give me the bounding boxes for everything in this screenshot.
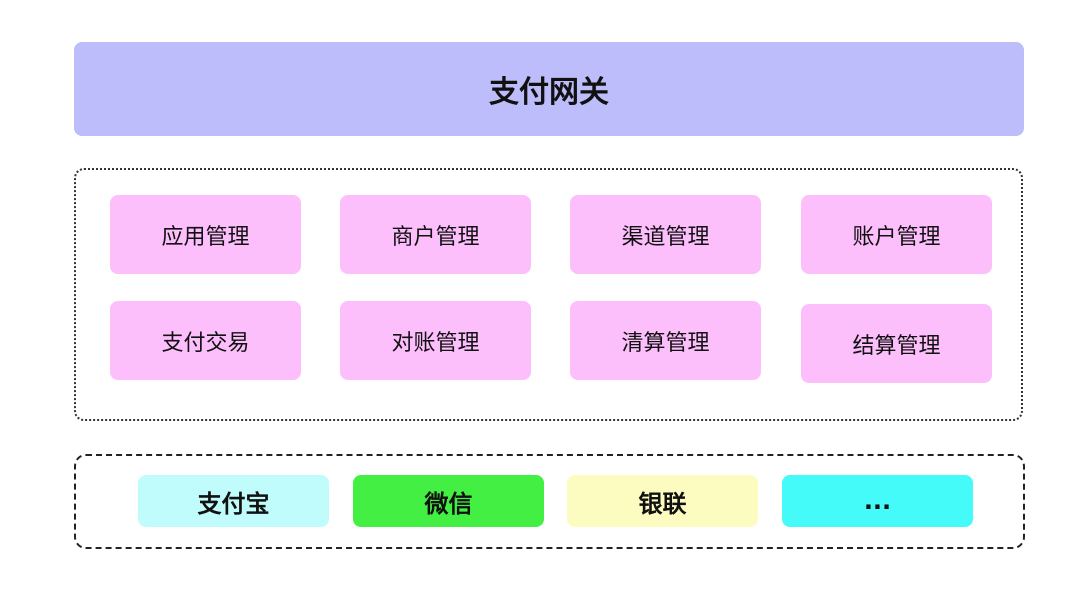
channel-more: ... xyxy=(782,475,973,527)
channel-unionpay: 银联 xyxy=(567,475,758,527)
module-merchant-management: 商户管理 xyxy=(340,195,531,274)
module-reconciliation-management: 对账管理 xyxy=(340,301,531,380)
module-account-management: 账户管理 xyxy=(801,195,992,274)
module-label: 应用管理 xyxy=(161,224,250,250)
module-label: 渠道管理 xyxy=(621,224,710,250)
module-settlement-management: 结算管理 xyxy=(801,304,992,383)
module-clearing-management: 清算管理 xyxy=(570,301,761,380)
channel-wechat: 微信 xyxy=(353,475,544,527)
module-label: 清算管理 xyxy=(621,330,710,356)
channel-label: 支付宝 xyxy=(197,489,270,518)
module-channel-management: 渠道管理 xyxy=(570,195,761,274)
channel-label: 微信 xyxy=(424,489,473,518)
module-app-management: 应用管理 xyxy=(110,195,301,274)
channels-group-frame xyxy=(74,454,1025,549)
module-label: 对账管理 xyxy=(391,330,480,356)
module-label: 结算管理 xyxy=(852,333,941,359)
module-payment-transaction: 支付交易 xyxy=(110,301,301,380)
payment-gateway-label: 支付网关 xyxy=(489,75,609,110)
module-label: 账户管理 xyxy=(852,224,941,250)
module-label: 商户管理 xyxy=(391,224,480,250)
module-label: 支付交易 xyxy=(161,330,250,356)
modules-group-frame xyxy=(74,168,1023,421)
channel-alipay: 支付宝 xyxy=(138,475,329,527)
channel-label: 银联 xyxy=(638,489,687,518)
channel-label: ... xyxy=(863,487,892,515)
payment-gateway-box: 支付网关 xyxy=(74,42,1024,136)
